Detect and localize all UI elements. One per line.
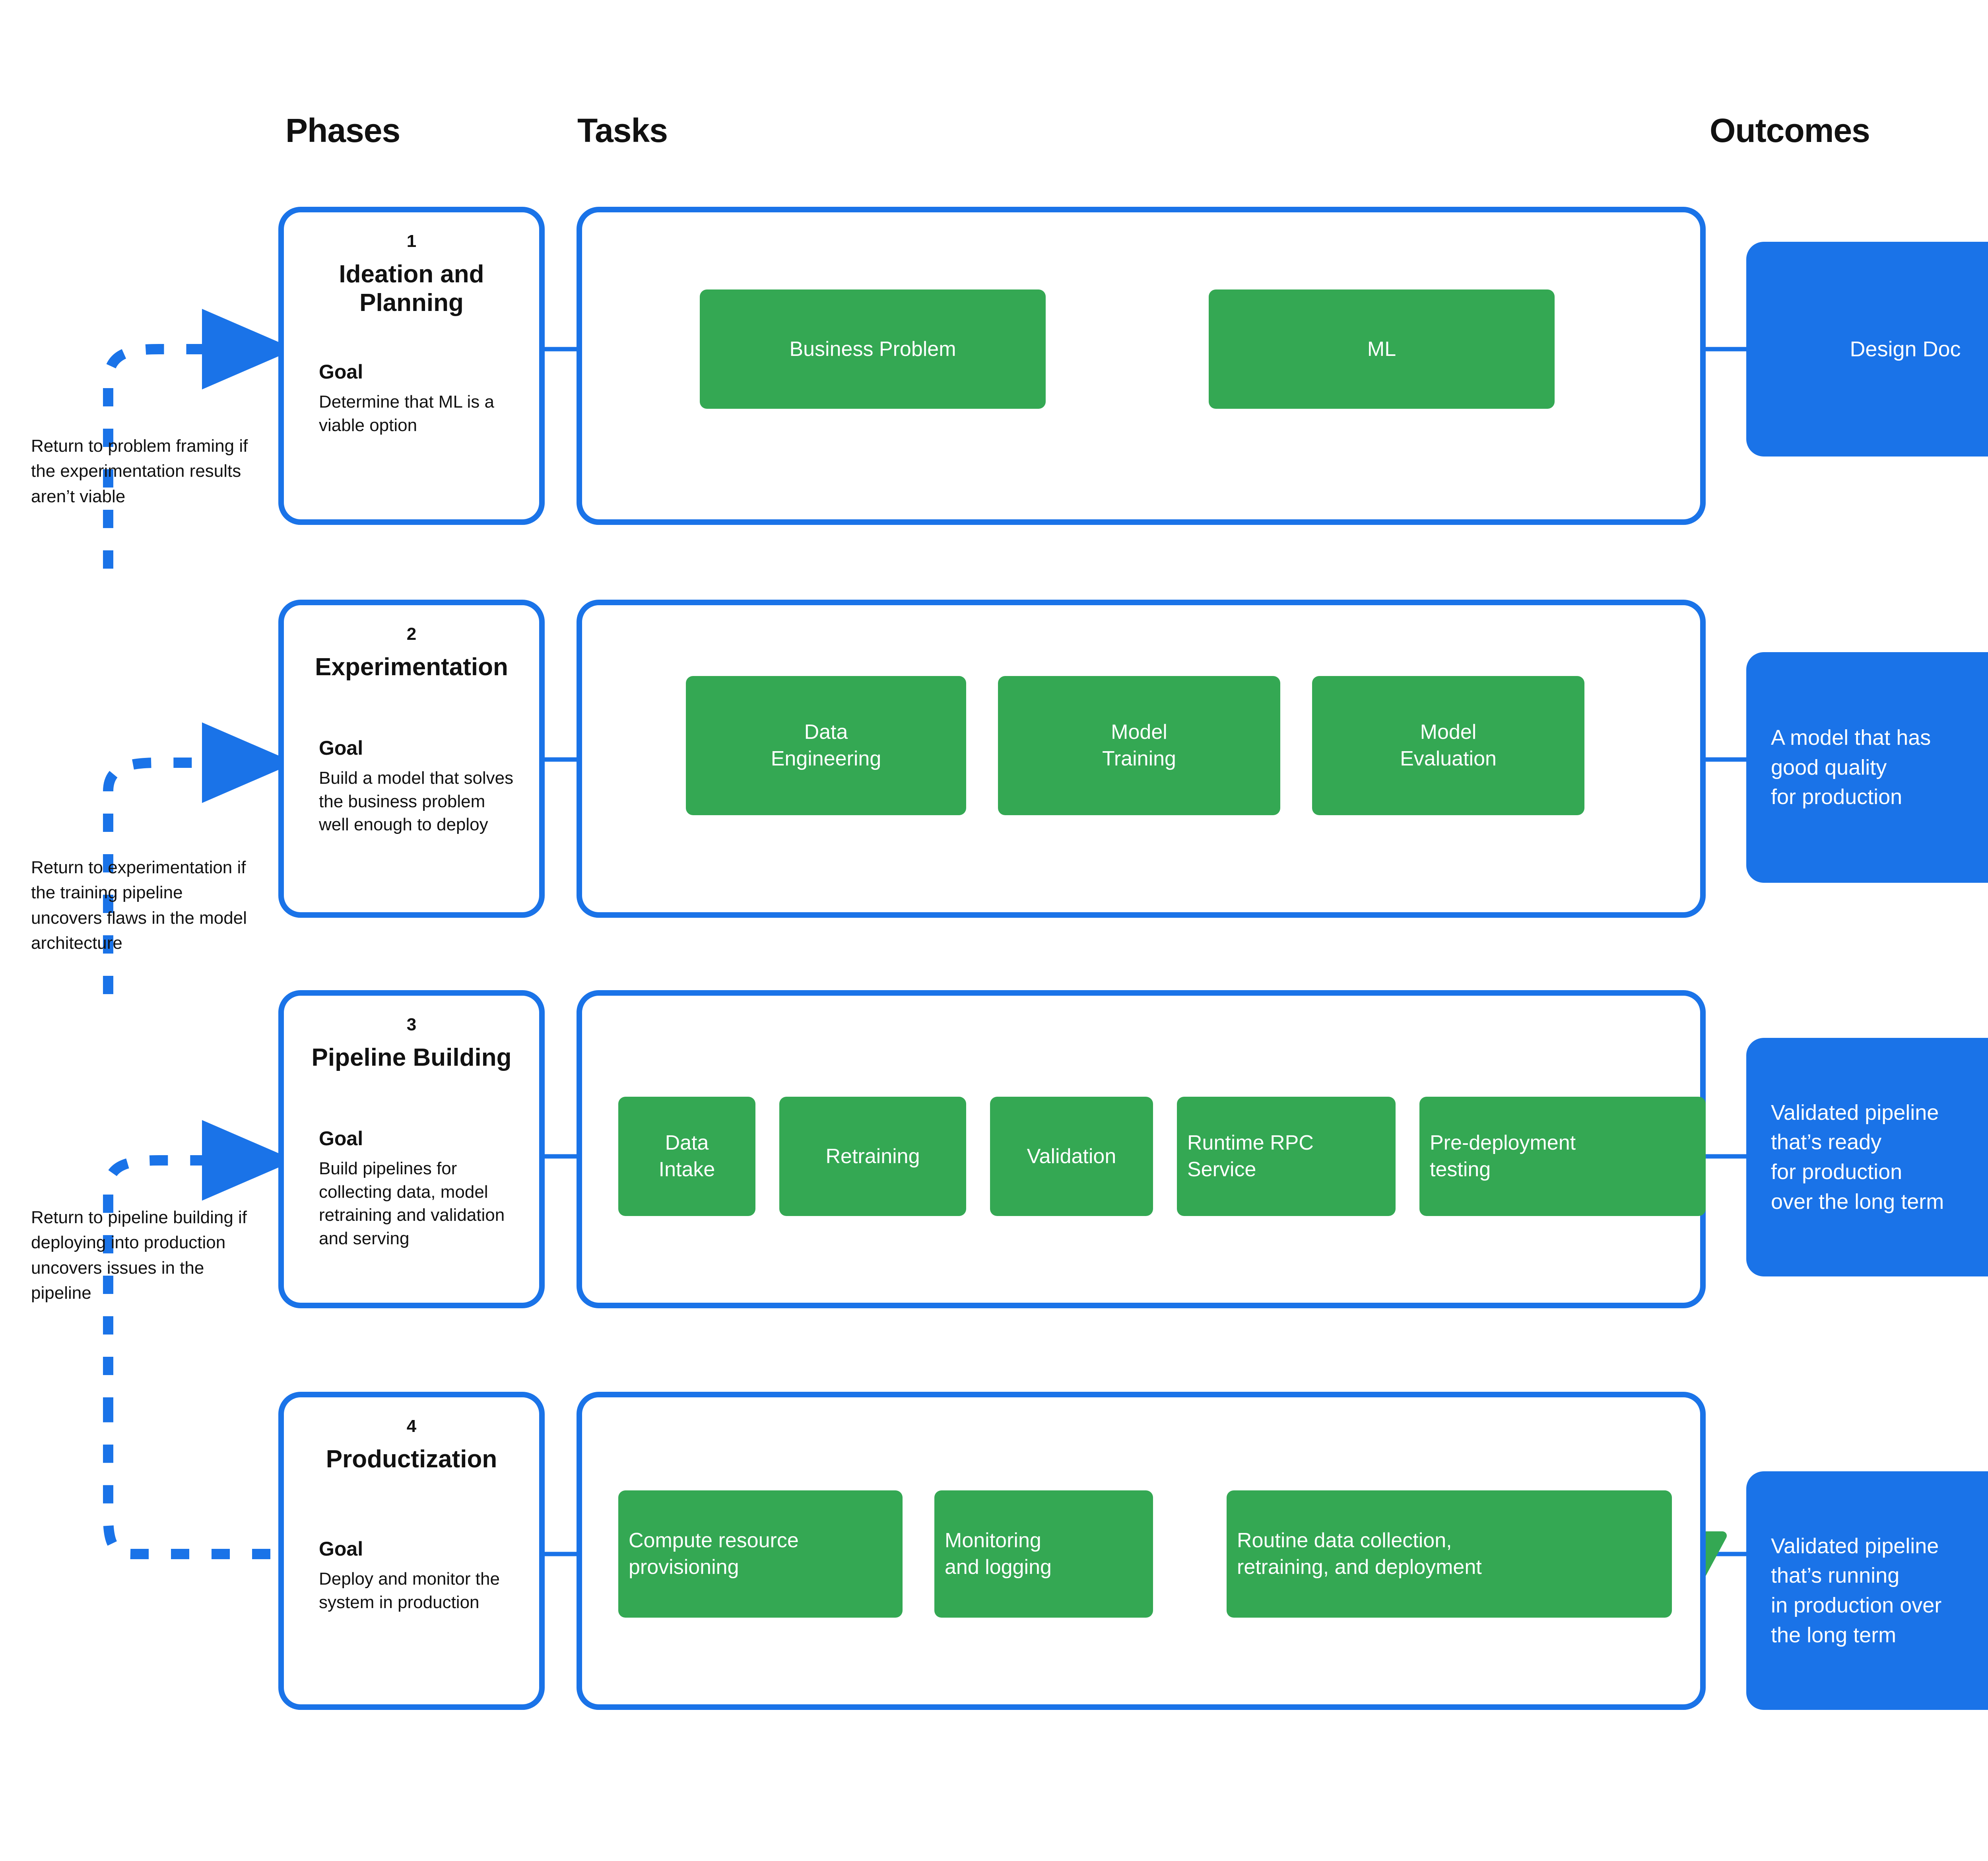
chip-label: Validation [1027, 1144, 1116, 1168]
chip-label-line2: Training [1102, 747, 1176, 770]
column-header-phases: Phases [285, 112, 400, 149]
phase-title: Productization [326, 1445, 497, 1473]
chip-label: Model Training [1102, 719, 1176, 772]
chip-label: Data Engineering [771, 719, 881, 772]
task-chip-routine-data-collection[interactable]: Routine data collection, retraining, and… [1227, 1490, 1672, 1618]
goal-text: Build pipelines for collecting data, mod… [319, 1159, 505, 1248]
goal-label: Goal [319, 1127, 363, 1150]
phase-title-line1: Ideation and [339, 260, 484, 288]
chip-label: Runtime RPC Service [1187, 1130, 1314, 1183]
task-chip-business-problem[interactable]: Business Problem [700, 289, 1046, 409]
chip-label-line1: Compute resource [629, 1529, 799, 1552]
column-header-tasks: Tasks [577, 112, 668, 149]
feedback-note-1: Return to problem framing if the experim… [31, 436, 248, 506]
phase-number: 4 [406, 1416, 417, 1436]
phase-title: Experimentation [315, 653, 508, 681]
chip-label: Compute resource provisioning [629, 1527, 799, 1580]
outcome-1[interactable]: Design Doc [1746, 242, 1988, 457]
outcome-line: that’s running [1771, 1564, 1900, 1588]
task-chip-validation[interactable]: Validation [990, 1097, 1153, 1216]
feedback-note-2: Return to experimentation if the trainin… [31, 858, 247, 953]
task-chip-compute-resource-provisioning[interactable]: Compute resource provisioning [618, 1490, 903, 1618]
outcome-label: Design Doc [1850, 337, 1961, 361]
chip-label-line1: Data [665, 1131, 709, 1155]
goal-label: Goal [319, 1538, 363, 1560]
goal-label: Goal [319, 737, 363, 759]
phase-card-1[interactable]: 1 Ideation and Planning Goal Determine t… [278, 207, 545, 525]
task-chip-pre-deployment-testing[interactable]: Pre-deployment testing [1419, 1097, 1706, 1216]
task-chip-model-training[interactable]: Model Training [998, 676, 1280, 815]
outcome-line: Validated pipeline [1771, 1534, 1939, 1558]
chip-label: Model Evaluation [1400, 719, 1497, 772]
phase-title: Ideation and Planning [294, 260, 529, 317]
chip-label: Monitoring and logging [945, 1527, 1052, 1580]
chip-label: Business Problem [789, 337, 956, 361]
chip-label-line2: Evaluation [1400, 747, 1497, 770]
phase-number: 1 [406, 231, 417, 251]
outcome-line: for production [1771, 1160, 1903, 1184]
chip-label: Data Intake [659, 1130, 715, 1183]
outcome-3[interactable]: Validated pipeline that’s ready for prod… [1746, 1038, 1988, 1276]
chip-label-line1: Runtime RPC [1187, 1131, 1314, 1155]
outcome-line: over the long term [1771, 1189, 1944, 1214]
chip-label-line1: Data [804, 721, 848, 744]
outcome-line: that’s ready [1771, 1130, 1882, 1154]
chip-label-line1: Monitoring [945, 1529, 1041, 1552]
outcome-line: Validated pipeline [1771, 1100, 1939, 1125]
chip-label-line2: Service [1187, 1158, 1256, 1181]
chip-label-line1: Model [1420, 721, 1477, 744]
task-chip-model-evaluation[interactable]: Model Evaluation [1312, 676, 1584, 815]
chip-label-line1: Pre-deployment [1430, 1131, 1576, 1155]
chip-label-line1: Routine data collection, [1237, 1529, 1452, 1552]
chip-label: ML [1367, 337, 1396, 361]
phase-card-2[interactable]: 2 Experimentation Goal Build a model tha… [278, 600, 545, 918]
outcome-4[interactable]: Validated pipeline that’s running in pro… [1746, 1471, 1988, 1710]
chip-label-line1: Model [1111, 721, 1167, 744]
chip-label: Pre-deployment testing [1430, 1130, 1576, 1183]
phase-card-4[interactable]: 4 Productization Goal Deploy and monitor… [278, 1392, 545, 1710]
task-chip-monitoring-and-logging[interactable]: Monitoring and logging [934, 1490, 1153, 1618]
phase-number: 2 [406, 624, 417, 644]
phase-title-line2: Planning [359, 289, 464, 317]
chip-label-line2: provisioning [629, 1556, 739, 1579]
chip-label: Routine data collection, retraining, and… [1237, 1527, 1482, 1580]
column-header-outcomes: Outcomes [1710, 112, 1870, 149]
outcome-line: the long term [1771, 1623, 1897, 1647]
chip-label-line2: testing [1430, 1158, 1491, 1181]
chip-label-line2: retraining, and deployment [1237, 1556, 1482, 1579]
phase-title: Pipeline Building [311, 1044, 512, 1071]
task-chip-data-engineering[interactable]: Data Engineering [686, 676, 966, 815]
outcome-line: in production over [1771, 1593, 1942, 1617]
chip-label-line2: and logging [945, 1556, 1052, 1579]
phase-card-3[interactable]: 3 Pipeline Building Goal Build pipelines… [278, 990, 545, 1308]
feedback-note-3: Return to pipeline building if deploying… [31, 1208, 247, 1303]
outcome-line: good quality [1771, 755, 1887, 779]
task-chip-retraining[interactable]: Retraining [779, 1097, 966, 1216]
chip-label-line2: Engineering [771, 747, 881, 770]
outcome-label: Validated pipeline that’s running in pro… [1771, 1531, 1941, 1650]
outcome-line: for production [1771, 785, 1903, 809]
task-chip-ml[interactable]: ML [1209, 289, 1555, 409]
phase-number: 3 [406, 1015, 417, 1034]
goal-text: Build a model that solves the business p… [319, 768, 514, 835]
outcome-2[interactable]: A model that has good quality for produc… [1746, 652, 1988, 883]
outcome-label: Validated pipeline that’s ready for prod… [1771, 1098, 1944, 1216]
goal-text: Determine that ML is a viable option [319, 392, 494, 435]
task-chip-runtime-rpc-service[interactable]: Runtime RPC Service [1177, 1097, 1396, 1216]
chip-label-line2: Intake [658, 1158, 715, 1181]
task-chip-data-intake[interactable]: Data Intake [618, 1097, 755, 1216]
goal-label: Goal [319, 361, 363, 383]
outcome-line: A model that has [1771, 726, 1931, 750]
outcome-label: A model that has good quality for produc… [1771, 723, 1931, 812]
goal-text: Deploy and monitor the system in product… [319, 1569, 500, 1612]
chip-label: Retraining [825, 1144, 920, 1168]
